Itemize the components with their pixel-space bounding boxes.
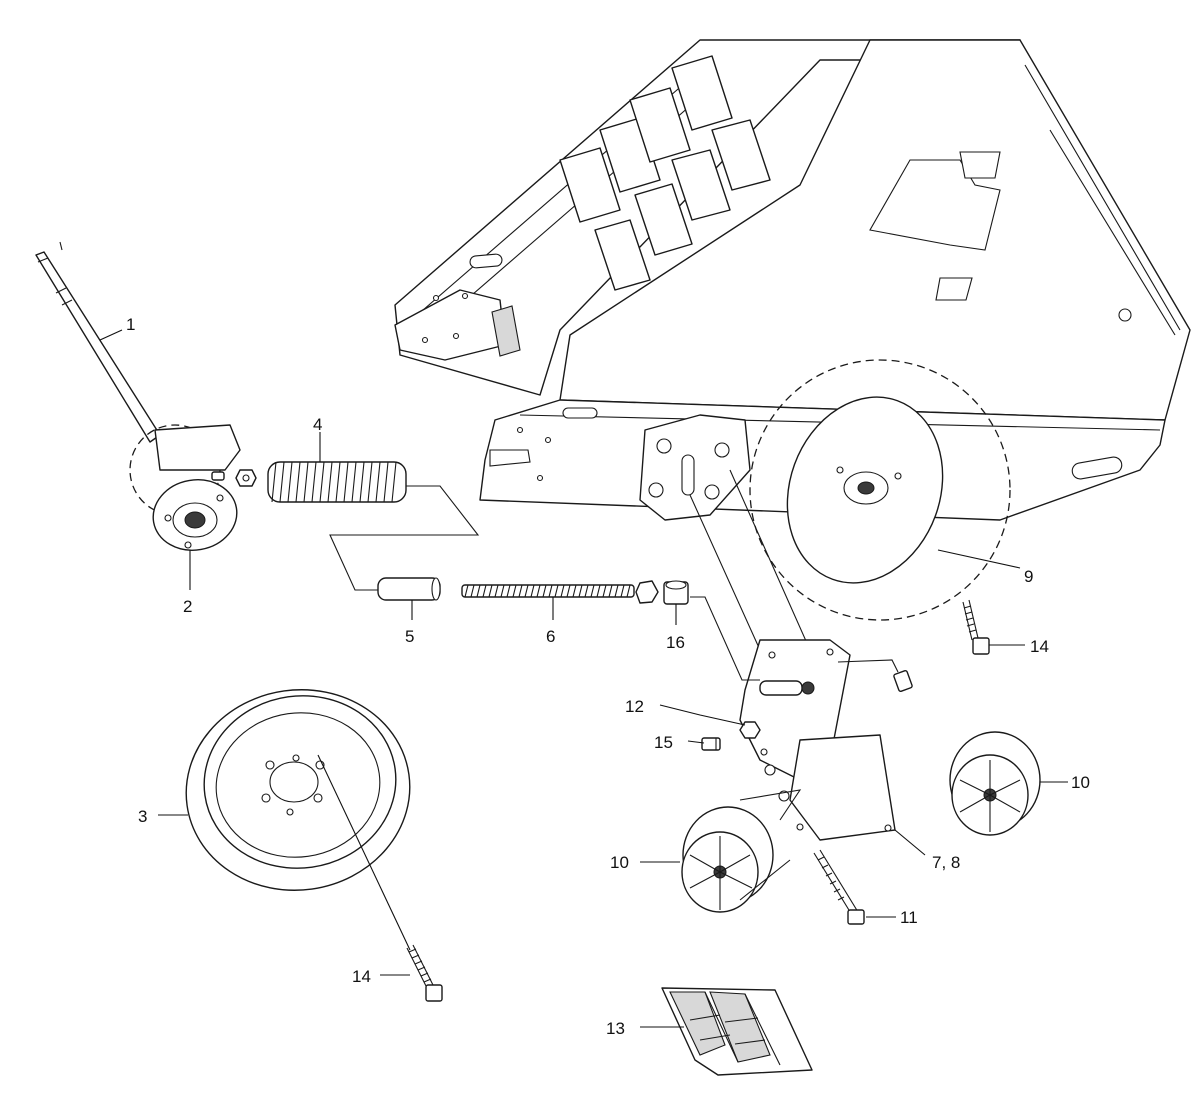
leader-lines (99, 329, 1068, 1028)
part-2-sprocket-hub (129, 424, 241, 551)
idler-bracket-assembly (639, 414, 913, 841)
part-14-bolt-lower (406, 944, 443, 1002)
callout-11: 11 (900, 908, 918, 927)
callouts: 1 2 3 4 5 6 7, 8 9 10 10 11 12 13 14 14 … (126, 315, 1090, 1038)
callout-7-8: 7, 8 (932, 853, 960, 872)
part-4-spring (267, 461, 480, 591)
part-16-coupling-nut (663, 580, 760, 681)
tray-blocks (491, 55, 771, 357)
callout-10-left: 10 (610, 853, 629, 872)
callout-13: 13 (606, 1019, 625, 1038)
leader-7-8 (894, 829, 926, 856)
callout-15: 15 (654, 733, 673, 752)
callout-2: 2 (183, 597, 192, 616)
callout-14-upper: 14 (1030, 637, 1049, 656)
callout-9: 9 (1024, 567, 1033, 586)
part-11-long-bolt (813, 849, 865, 925)
callout-3: 3 (138, 807, 147, 826)
callout-14-lower: 14 (352, 967, 371, 986)
chassis-frame (394, 39, 1191, 521)
part-13-block-pair (661, 987, 813, 1076)
part-6-threaded-rod (461, 580, 659, 604)
part-14-bolt-upper (962, 599, 990, 655)
part-3-large-pulley (185, 689, 411, 891)
leader-15 (687, 740, 705, 744)
leader-9 (937, 549, 1021, 569)
callout-1: 1 (126, 315, 135, 334)
callout-10-right: 10 (1071, 773, 1090, 792)
callout-6: 6 (546, 627, 555, 646)
nut-left (235, 469, 257, 487)
part-5-sleeve (377, 577, 441, 601)
callout-4: 4 (313, 415, 322, 434)
leader-14-shaft (317, 754, 411, 951)
callout-12: 12 (625, 697, 644, 716)
leader-12 (659, 704, 746, 726)
callout-16: 16 (666, 633, 685, 652)
part-9-right-pulley (749, 359, 1011, 621)
part-1-shaft (35, 241, 161, 443)
leader-1 (99, 329, 123, 341)
callout-5: 5 (405, 627, 414, 646)
part-10-wheel-left (681, 789, 802, 913)
part-10-wheel-right (949, 731, 1041, 836)
